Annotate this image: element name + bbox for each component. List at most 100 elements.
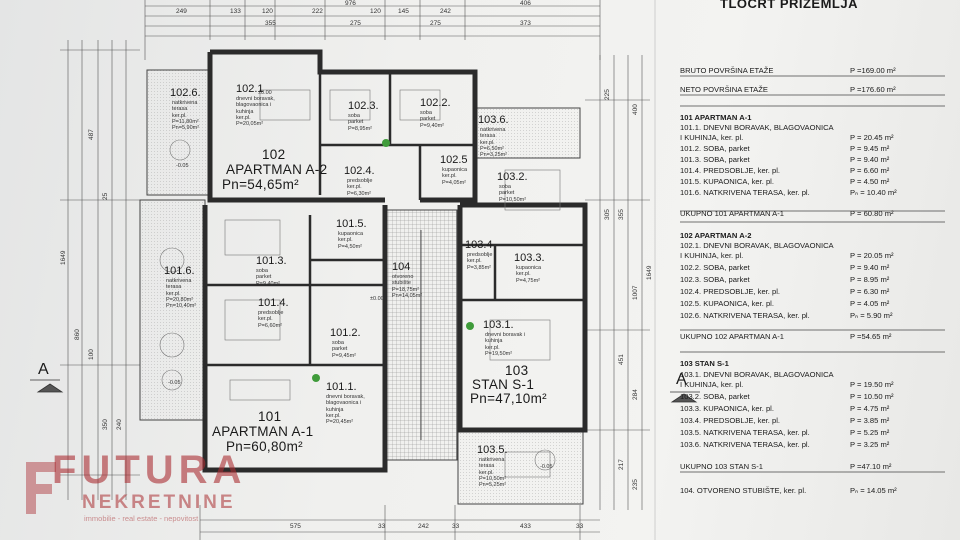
dim-top-9: 406 (520, 0, 531, 7)
dimension-lines-bottom (199, 505, 600, 540)
dim-top-3: 120 (262, 8, 273, 15)
legend-group-103-title: 103 STAN S-1 (680, 359, 729, 368)
room-103-3-desc: kupaonica ker.pl. P=4,75m² (516, 265, 542, 284)
legend-row-value: P = 10.50 m² (850, 392, 894, 401)
legend-row-value: P = 4.05 m² (850, 299, 890, 308)
room-102-6-desc: natkrivena terasa ker.pl. P=11,80m² Pn=5… (172, 100, 200, 132)
room-102-5-desc: kupaonica ker.pl. P=4,05m² (442, 167, 468, 186)
legend-stair-name: 104. OTVORENO STUBIŠTE, ker. pl. (680, 486, 807, 495)
section-marker-left-label: A (38, 361, 49, 378)
legend-rules (680, 75, 945, 473)
furniture (159, 89, 561, 478)
section-marker-right (670, 391, 700, 403)
legend-row-name: 103.5. NATKRIVENA TERASA, ker. pl. (680, 428, 810, 437)
legend-total-name: UKUPNO 101 APARTMAN A-1 (680, 209, 784, 218)
legend-row-name: 103.3. KUPAONICA, ker. pl. (680, 404, 774, 413)
legend-row-name: 102.4. PREDSOBLJE, ker. pl. (680, 287, 781, 296)
apartment-102-title: APARTMAN A-2 (226, 162, 328, 177)
stan-103-title: STAN S-1 (472, 377, 535, 392)
apartment-102-area: Pn=54,65m² (222, 177, 299, 192)
dim-bottom-3: 242 (418, 523, 429, 530)
legend-total-value: P =47.10 m² (850, 462, 892, 471)
dimension-lines-right (585, 55, 650, 510)
terrace-101-6 (139, 199, 206, 421)
stan-103-number: 103 (505, 363, 529, 378)
room-102-2-desc: soba parket P=9,40m² (420, 110, 444, 129)
legend-row: 103.3. KUPAONICA, ker. pl. P = 4.75 m² (670, 404, 955, 415)
dim-left-4: 25 (102, 192, 109, 200)
section-marker-left (30, 379, 64, 393)
legend-row-name: I KUHINJA, ker. pl. (680, 133, 744, 142)
dim-top-8: 976 (345, 0, 356, 7)
stair-104-desc: otvoreno stubište P=18,75m² Pn=14,05m² (392, 274, 423, 299)
room-101-4-code: 101.2. (330, 327, 361, 339)
legend-total-name: UKUPNO 102 APARTMAN A-1 (680, 332, 784, 341)
level-mark-terrace-102: -0.05 (176, 163, 189, 169)
room-102-3-code: 102.3. (348, 100, 379, 112)
futura-logo-mark-icon (26, 462, 56, 514)
legend-row: 103.6. NATKRIVENA TERASA, ker. pl.P = 3.… (670, 440, 955, 451)
level-mark-104: ±0.00 (370, 296, 384, 302)
legend-row: 102.1. DNEVNI BORAVAK, BLAGOVAONICA (670, 241, 955, 252)
dim-left-5: 100 (88, 349, 95, 360)
dim-right-8: 1649 (646, 265, 653, 280)
legend-row-value: P = 3.85 m² (850, 416, 890, 425)
legend-row-value: Pₙ = 5.90 m² (850, 311, 893, 320)
sheet-title: TLOCRT PRIZEMLJA (720, 0, 858, 11)
room-103-2-code: 103.2. (497, 171, 528, 183)
room-103-2-desc: soba parket P=10,50m² (499, 184, 527, 203)
legend-stair-value: Pₙ = 14.05 m² (850, 486, 897, 495)
room-101-3-desc: predsoblje ker.pl. P=6,60m² (258, 310, 284, 329)
legend-row-name: 102.6. NATKRIVENA TERASA, ker. pl. (680, 311, 810, 320)
legend-row: 102.5. KUPAONICA, ker. pl.P = 4.05 m² (670, 299, 955, 310)
legend-row-value: P = 9.40 m² (850, 263, 890, 272)
dim-right-5: 1007 (632, 285, 639, 300)
dim-right-2: 400 (632, 104, 639, 115)
dim-right-3: 305 (604, 209, 611, 220)
legend-row-value: P = 4.75 m² (850, 404, 890, 413)
level-mark-terrace-103: -0.05 (540, 464, 553, 470)
legend-row-name: 101.3. SOBA, parket (680, 155, 750, 164)
legend-row: 102.6. NATKRIVENA TERASA, ker. pl. Pₙ = 5… (670, 311, 955, 322)
dim-right-1: 225 (604, 89, 611, 100)
dim-top-7: 242 (440, 8, 451, 15)
room-103-6-code: 103.6. (478, 114, 509, 126)
apartment-101-title: APARTMAN A-1 (212, 424, 314, 439)
dim-bottom-2: 33 (378, 523, 386, 530)
watermark-tagline: immobilie - real estate - nepovitost (84, 514, 199, 523)
dimension-lines-left (60, 40, 140, 500)
section-marker-right-label: A (676, 371, 687, 388)
room-103-1-desc: dnevni boravak i kuhinja ker.pl. P=19,50… (485, 332, 526, 357)
room-102-2-code: 102.2. (420, 97, 451, 109)
dim-left-7: 240 (116, 419, 123, 430)
room-103-5-code: 103.5. (477, 444, 508, 456)
dim-left-3: 860 (74, 329, 81, 340)
apartment-102-number: 102 (262, 147, 286, 162)
legend-row: 103.5. NATKRIVENA TERASA, ker. pl.P = 5.… (670, 428, 955, 439)
room-102-1-desc: dnevni boravak, blagovaonica i kuhinja k… (236, 96, 275, 128)
walls (202, 49, 588, 473)
room-103-6-desc: natkrivena terasa ker.pl. P=6,50m² Pn=3,… (480, 127, 508, 159)
level-mark-102: ±0.00 (258, 90, 272, 96)
legend-row: 103.4. PREDSOBLJE, ker. pl. P = 3.85 m² (670, 416, 955, 427)
room-101-4-desc: soba parket P=9,45m² (332, 340, 356, 359)
legend-row-name: I KUHINJA, ker. pl. (680, 380, 744, 389)
legend-bruto-value: P =169.00 m² (850, 66, 896, 75)
legend-row-name: 101.5. KUPAONICA, ker. pl. (680, 177, 774, 186)
dim-bottom-1: 575 (290, 523, 301, 530)
legend-group-102-header: 102 APARTMAN A-2 (670, 231, 955, 242)
legend-row-name: 102.2. SOBA, parket (680, 263, 750, 272)
legend-row-name: 103.4. PREDSOBLJE, ker. pl. (680, 416, 781, 425)
tree-markers (312, 139, 474, 382)
legend-row: 102.4. PREDSOBLJE, ker. pl.P = 6.30 m² (670, 287, 955, 298)
room-101-6-desc: natkrivena terasa ker.pl. P=20,80m² Pn=1… (166, 278, 197, 310)
legend-bruto: BRUTO POVRŠINA ETAŽE P =169.00 m² (670, 66, 955, 77)
legend-row-name: 101.4. PREDSOBLJE, ker. pl. (680, 166, 781, 175)
dim-left-1: 487 (88, 129, 95, 140)
dim-left-2: 1649 (60, 250, 67, 265)
room-102-4-code: 102.4. (344, 165, 375, 177)
